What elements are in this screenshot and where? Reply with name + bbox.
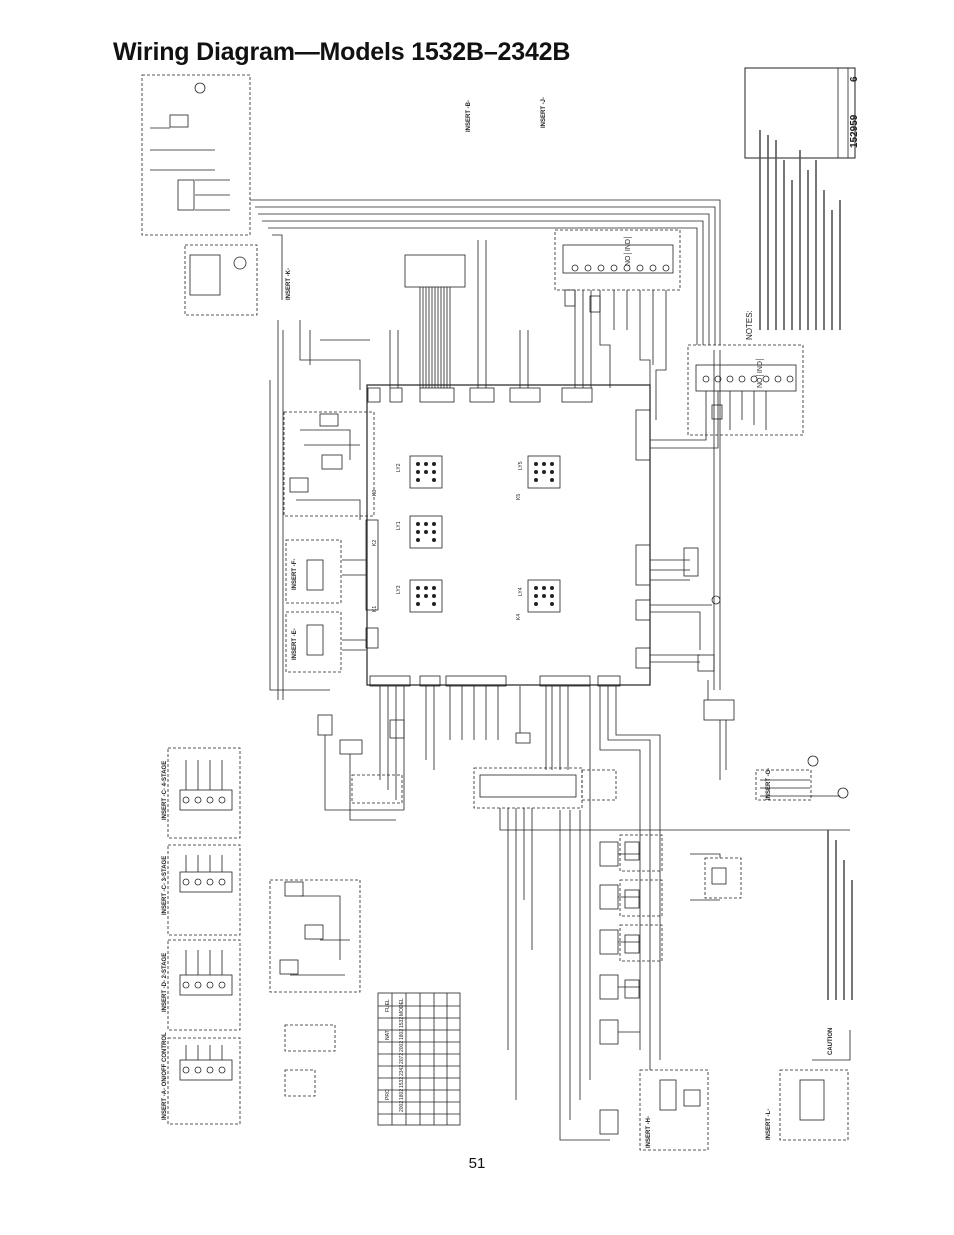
svg-text:1802: 1802: [399, 1029, 405, 1040]
insert-pump-relay-box: [184, 244, 258, 316]
terminal-no-ind-label: NO│IND│: [755, 357, 765, 388]
insert-j-label: INSERT -J-: [541, 97, 547, 128]
ignition-module: [479, 774, 577, 798]
relay-label: LY1: [396, 521, 402, 530]
svg-text:MODEL: MODEL: [399, 998, 405, 1016]
svg-text:1532: 1532: [399, 1017, 405, 1028]
svg-text:FUEL: FUEL: [385, 999, 391, 1012]
main-control-board: [366, 384, 651, 686]
insert-c4-label: INSERT -C- 4-STAGE: [162, 761, 168, 820]
insert-h-box: [639, 1069, 709, 1151]
insert-f-box: [285, 539, 342, 604]
stage-insert-c4: [167, 747, 241, 839]
svg-text:2002: 2002: [399, 1041, 405, 1052]
relay-label: LY4: [518, 587, 524, 596]
insert-e-box: [285, 611, 342, 673]
insert-l-label: INSERT -L-: [766, 1109, 772, 1140]
caution-label: CAUTION: [828, 1028, 834, 1055]
drawing-number: 152959: [849, 114, 860, 148]
insert-e-label: INSERT -E-: [292, 628, 298, 660]
terminal-no-ind-label: NO│IND│: [623, 235, 633, 266]
relay-k-label: K3: [372, 490, 378, 496]
relay-k-label: K4: [516, 614, 522, 620]
svg-text:2002: 2002: [399, 1101, 405, 1112]
notes-heading: NOTES:: [745, 310, 754, 340]
svg-text:NAT: NAT: [385, 1030, 391, 1040]
insert-c3-label: INSERT -C- 3-STAGE: [162, 856, 168, 915]
title-block: [744, 67, 856, 159]
relay-k-label: K1: [372, 606, 378, 612]
relay-k-label: K2: [372, 540, 378, 546]
insert-b-label: INSERT -B-: [466, 100, 472, 132]
svg-text:PRO: PRO: [385, 1089, 391, 1100]
svg-text:2342: 2342: [399, 1065, 405, 1076]
relay-label: LY2: [396, 463, 402, 472]
insert-f-label: INSERT -F-: [292, 559, 298, 590]
stage-insert-d2: [167, 939, 241, 1031]
terminal-block-top: [562, 244, 674, 274]
relay-label: LY3: [396, 585, 402, 594]
insert-k-label: INSERT -K-: [286, 268, 292, 300]
insert-pump-box: [141, 74, 251, 236]
stage-insert-a1: [167, 1037, 241, 1125]
insert-a-label: INSERT -A- ON/OFF CONTROL: [162, 1032, 168, 1120]
fuel-model-table: [377, 992, 461, 1126]
bus-wire-a: [250, 199, 721, 345]
terminal-block-mid: [695, 364, 797, 392]
svg-text:1802: 1802: [399, 1089, 405, 1100]
stage-insert-c3: [167, 844, 241, 936]
insert-d2-label: INSERT -D- 2-STAGE: [162, 953, 168, 1012]
relay-k-label: K5: [516, 494, 522, 500]
insert-l-box: [779, 1069, 849, 1141]
board-relays: [409, 455, 561, 613]
page-number: 51: [468, 1155, 486, 1172]
insert-h-label: INSERT -H-: [646, 1116, 652, 1148]
page-title: Wiring Diagram—Models 1532B–2342B: [113, 38, 571, 66]
bus-wire-b: [255, 206, 716, 345]
board-top-connectors: [367, 387, 593, 403]
notes-text: [759, 130, 853, 1000]
fuel-model-table-text: FUEL MODEL NAT 1532 1802 2002 2072 2342 …: [385, 998, 405, 1112]
svg-text:1532: 1532: [399, 1077, 405, 1088]
lower-switch-stack: [599, 841, 640, 1135]
svg-text:2072: 2072: [399, 1053, 405, 1064]
drawing-revision: 6: [849, 76, 860, 82]
communication-harness: [404, 254, 466, 288]
ribbon-cable: [419, 287, 451, 388]
insert-g-label: INSERT -G-: [766, 768, 772, 800]
relay-label: LY5: [518, 461, 524, 470]
